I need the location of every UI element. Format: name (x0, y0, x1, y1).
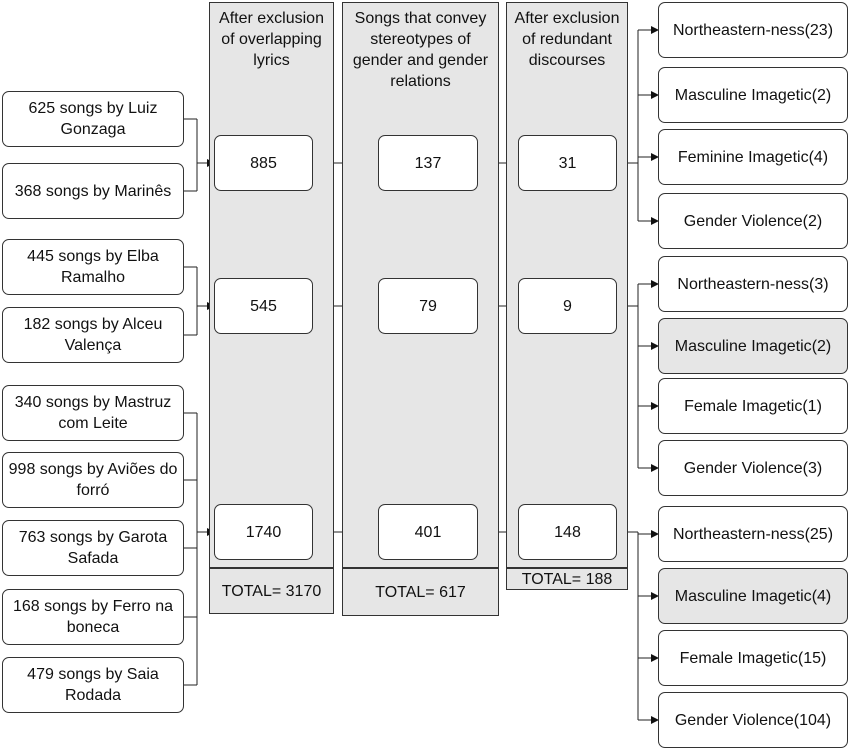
source-box: 479 songs by Saia Rodada (2, 657, 184, 713)
category-count: (2) (811, 86, 832, 104)
category-box: Masculine Imagetic(2) (658, 67, 848, 123)
category-box: Gender Violence(104) (658, 692, 848, 748)
category-label: Feminine Imagetic (677, 148, 809, 166)
count-box: 9 (518, 278, 617, 334)
count-box: 545 (214, 278, 313, 334)
category-box: Gender Violence(3) (658, 440, 848, 496)
category-box: Northeastern-ness(3) (658, 256, 848, 312)
category-label: Gender Violence (683, 212, 803, 230)
category-count: (4) (811, 587, 832, 605)
count-box: 137 (378, 135, 478, 191)
category-label: Gender Violence (683, 459, 803, 477)
stage-header: Songs that convey stereotypes of gender … (352, 10, 489, 90)
category-label: Masculine Imagetic (674, 337, 812, 355)
category-box: Northeastern-ness(25) (658, 506, 848, 562)
category-count: (3) (802, 459, 823, 477)
category-label: Masculine Imagetic (674, 86, 812, 104)
category-count: (1) (802, 397, 822, 415)
count-box: 148 (518, 504, 617, 560)
stage-total: TOTAL= 3170 (209, 567, 334, 614)
category-count: (15) (797, 649, 827, 667)
category-count: (2) (802, 212, 823, 230)
source-box: 168 songs by Ferro na boneca (2, 589, 184, 645)
category-count: (23) (804, 21, 834, 39)
category-box: Masculine Imagetic(2) (658, 318, 848, 374)
category-count: (104) (793, 711, 832, 729)
stage-total: TOTAL= 188 (506, 567, 628, 590)
stage-header: After exclusion of overlapping lyrics (219, 10, 324, 69)
source-box: 182 songs by Alceu Valença (2, 307, 184, 363)
category-label: Gender Violence (674, 711, 794, 729)
count-box: 401 (378, 504, 478, 560)
count-box: 1740 (214, 504, 313, 560)
category-label: Northeastern-ness (672, 21, 805, 39)
source-box: 625 songs by Luiz Gonzaga (2, 91, 184, 147)
category-box: Gender Violence(2) (658, 193, 848, 249)
category-label: Female Imagetic (684, 397, 803, 415)
category-count: (2) (811, 337, 832, 355)
source-box: 340 songs by Mastruz com Leite (2, 385, 184, 441)
source-box: 763 songs by Garota Safada (2, 520, 184, 576)
count-box: 79 (378, 278, 478, 334)
category-box: Female Imagetic(15) (658, 630, 848, 686)
category-box: Feminine Imagetic(4) (658, 129, 848, 185)
count-box: 885 (214, 135, 313, 191)
stage-header: After exclusion of redundant discourses (514, 10, 620, 69)
source-box: 445 songs by Elba Ramalho (2, 239, 184, 295)
category-count: (4) (808, 148, 829, 166)
category-label: Masculine Imagetic (674, 587, 812, 605)
category-box: Masculine Imagetic(4) (658, 568, 848, 624)
source-box: 368 songs by Marinês (2, 163, 184, 219)
category-label: Northeastern-ness (677, 275, 810, 293)
category-label: Northeastern-ness (672, 525, 805, 543)
category-box: Female Imagetic(1) (658, 378, 848, 434)
source-box: 998 songs by Aviões do forró (2, 452, 184, 508)
category-box: Northeastern-ness(23) (658, 2, 848, 58)
category-label: Female Imagetic (679, 649, 798, 667)
category-count: (25) (804, 525, 834, 543)
stage-total: TOTAL= 617 (342, 567, 499, 616)
count-box: 31 (518, 135, 617, 191)
category-count: (3) (809, 275, 829, 293)
